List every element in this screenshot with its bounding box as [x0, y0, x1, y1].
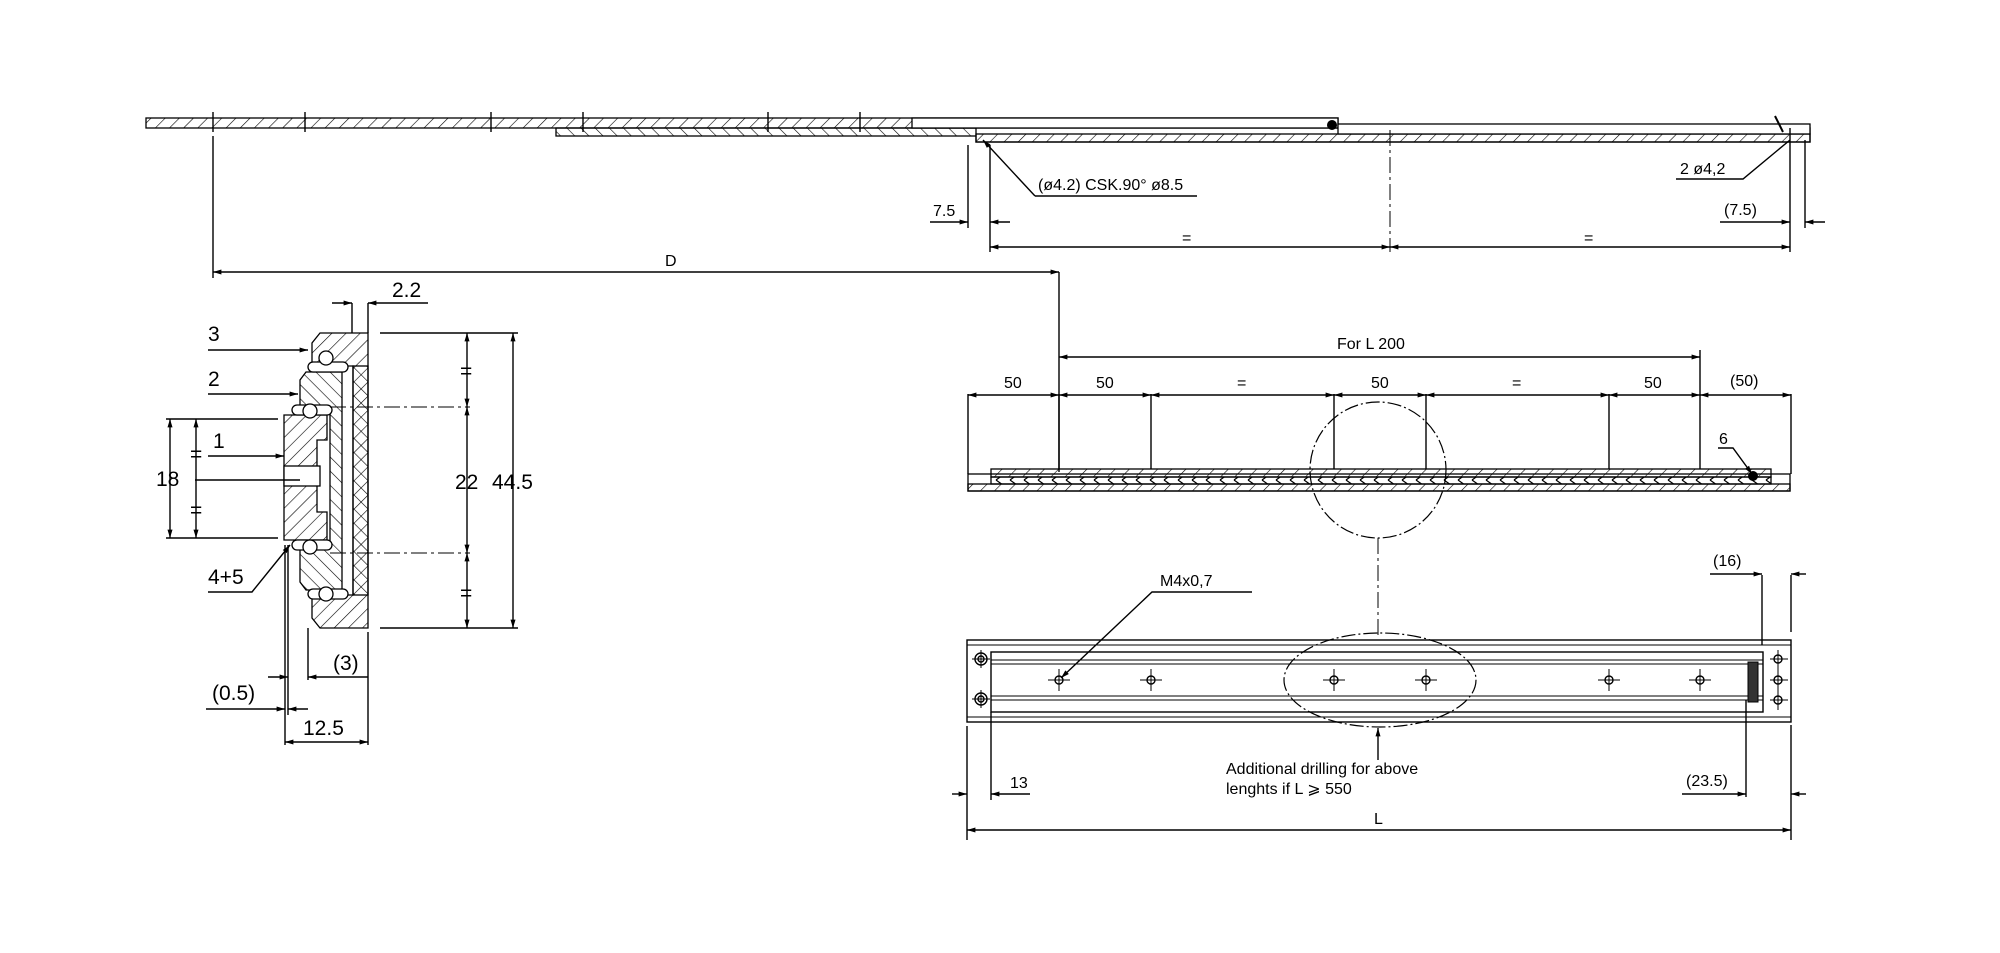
dim-top-right-offset: (7.5) [1724, 202, 1757, 219]
dim-chain-3: = [1237, 375, 1246, 392]
dim-chain-2: 50 [1096, 375, 1114, 392]
note-line-2: lenghts if L ⩾ 550 [1226, 781, 1352, 798]
dim-chain-1: 50 [1004, 375, 1022, 392]
dim-top-left-offset: 7.5 [933, 203, 955, 220]
dim-chain-7: (50) [1730, 373, 1758, 390]
note-line-1: Additional drilling for above [1226, 761, 1418, 778]
dim-plan-left-offset: 13 [1010, 775, 1028, 792]
item-6-label: 6 [1719, 431, 1728, 448]
end-stop-block [1747, 661, 1759, 703]
ball-bearings [291, 350, 349, 602]
dim-thickness: 2.2 [392, 279, 421, 302]
dim-plan-right-bottom: (23.5) [1686, 773, 1728, 790]
threaded-hole-icons [1048, 669, 1711, 691]
dim-plan-right-top: (16) [1713, 553, 1741, 570]
dim-total-height: 44.5 [492, 471, 533, 494]
item-3-label: 3 [208, 323, 220, 346]
dim-top-equal-right: = [1584, 230, 1593, 247]
dim-inner-height: 18 [156, 468, 179, 491]
dim-chain-4: 50 [1371, 375, 1389, 392]
callout-countersunk-hole: (ø4.2) CSK.90° ø8.5 [1038, 177, 1183, 194]
plan-inner-rail [990, 651, 1764, 713]
dim-d: D [665, 253, 677, 270]
side-view: For L 200 50 50 = 50 = 50 (50) 6 [967, 336, 1792, 635]
dim-offset: (3) [333, 652, 359, 675]
plan-view: M4x0,7 Additional drilling for above len… [952, 553, 1806, 840]
stop-screw-icon [1327, 120, 1337, 130]
dim-length: L [1374, 811, 1383, 828]
dim-chain-6: 50 [1644, 375, 1662, 392]
cross-section: 3 2 1 4+5 2.2 18 = = = 22 = 44.5 [156, 279, 533, 745]
mounting-hole-icons [972, 650, 1788, 710]
item-1-label: 1 [213, 430, 225, 453]
dim-pitch: 22 [455, 471, 478, 494]
dim-width: 12.5 [303, 717, 344, 740]
dim-inner-equal-top: = [190, 443, 202, 466]
callout-thread: M4x0,7 [1160, 573, 1213, 590]
dim-chain-5: = [1512, 375, 1521, 392]
dim-equal-top: = [460, 360, 472, 383]
middle-rail-side [990, 468, 1772, 478]
detail-ellipse [1283, 632, 1477, 728]
plan-outer-rail [966, 639, 1792, 723]
top-view: 7.5 = = (7.5) (ø4.2) CSK.90° ø8.5 2 ø4,2… [145, 112, 1825, 472]
callout-end-holes: 2 ø4,2 [1680, 161, 1725, 178]
dim-inner-equal-bottom: = [190, 499, 202, 522]
dim-gap: (0.5) [212, 682, 255, 705]
stop-icon [1748, 471, 1758, 481]
hole-markers [212, 112, 861, 132]
inner-rail-side [990, 476, 1772, 485]
dim-for-l: For L 200 [1337, 336, 1405, 353]
dim-top-equal-left: = [1182, 230, 1191, 247]
item-4-5-label: 4+5 [208, 566, 244, 589]
dim-equal-bottom: = [460, 582, 472, 605]
outer-rail-side [967, 483, 1791, 492]
item-2-label: 2 [208, 368, 220, 391]
